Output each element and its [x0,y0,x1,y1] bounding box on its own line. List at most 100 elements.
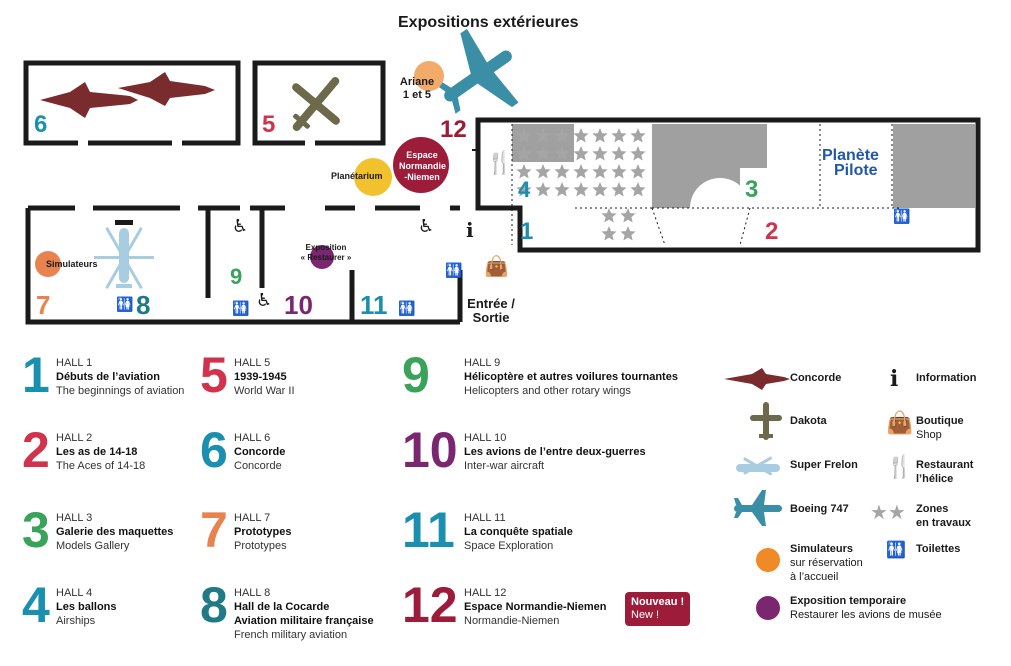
planete-line2: Pilote [834,162,878,179]
hall-subtitle: Concorde [234,460,282,472]
wheelchair-icon: ♿ [232,216,249,236]
zones-travaux-stars [516,128,646,241]
key-restaurant-title: Restaurant [916,459,974,471]
key-restaurant-sub: l’hélice [916,473,954,485]
hall-subtitle: Normandie-Niemen [464,615,560,627]
toilets-icon: 🚻 [232,300,250,316]
legend-number: 2 [22,422,50,478]
outdoor-exhibits-title: Expositions extérieures [398,14,579,31]
zone-star [611,128,627,143]
key-simulateurs-title: Simulateurs [790,543,853,555]
zone-star [601,208,617,223]
key-restaurant: Restaurant l’hélice [916,458,973,486]
concorde-icon [40,72,215,118]
legend-number: 11 [402,502,455,558]
wheelchair-icon: ♿ [418,216,435,236]
hall-subtitle: World War II [234,385,295,397]
key-zones-title: Zones [916,503,949,515]
exposition-label: Exposition« Restaurer » [298,243,354,263]
map-number-4: 4 [518,177,531,202]
key-boeing: Boeing 747 [790,503,849,515]
key-boutique-sub: Shop [916,429,942,441]
key-toilettes: Toilettes [916,543,961,555]
temporary-dot [756,596,780,620]
normandie-niemen-marker [393,137,449,193]
simulateurs-label: Simulateurs [46,259,98,269]
key-expo-title: Exposition temporaire [790,595,907,607]
hall-label: HALL 5 [234,357,271,369]
legend-number: 12 [402,577,458,633]
zone-star [554,164,570,179]
super-frelon-icon [94,226,154,290]
zone-star [592,164,608,179]
entree-line1: Entrée / [467,296,515,311]
fork-knife-icon: 🍴 [486,150,514,175]
key-dakota: Dakota [790,415,827,427]
legend-number: 10 [402,422,458,478]
simulateurs-marker [35,251,61,277]
zone-star [611,164,627,179]
zone-star [592,128,608,143]
zone-star [630,182,646,197]
badge-line1: Nouveau ! [631,596,685,608]
zone-star [611,146,627,161]
map-number-1: 1 [520,218,534,245]
key-boutique: Boutique Shop [916,414,964,442]
ariane-label: Ariane 1 et 5 [399,76,435,101]
entree-line2: Sortie [472,310,510,325]
hall-name: Concorde [234,446,286,458]
entrance-exit-label[interactable]: Entrée /Sortie [463,297,519,325]
zone-star [554,128,570,143]
key-exposition: Exposition temporaire Restaurer les avio… [790,594,942,622]
hall-name: 1939-1945 [234,371,287,383]
zone-star [620,226,636,241]
dakota-icon [750,402,782,440]
hall-subtitle: Models Gallery [56,540,130,552]
key-expo-sub: Restaurer les avions de musée [790,609,942,621]
super-frelon-icon [736,456,780,476]
zone-star [592,182,608,197]
hall-label: HALL 7 [234,512,271,524]
legend-number: 1 [22,347,50,403]
toilets-icon: 🚻 [398,300,416,316]
hall-label: HALL 10 [464,432,507,444]
key-simulateurs-l3: à l’accueil [790,571,839,583]
exposition-line2: « Restaurer » [300,253,352,262]
hall-label: HALL 1 [56,357,93,369]
zone-star [535,146,551,161]
toilets-icon: 🚻 [893,208,911,224]
exposition-line1: Exposition [305,243,347,252]
hall-label: HALL 12 [464,587,507,599]
planete-line1: Planète [822,147,879,164]
zone-star [611,182,627,197]
legend-number: 6 [200,422,228,478]
zone-star [592,146,608,161]
zone-star [573,164,589,179]
zone-star [554,146,570,161]
key-super-frelon: Super Frelon [790,459,858,471]
key-simulateurs-l2: sur réservation [790,557,863,569]
concorde-icon [724,368,790,390]
map-number-11: 11 [360,290,388,320]
hall-name: Espace Normandie-Niemen [464,601,607,613]
boeing-747-icon [434,28,519,114]
boeing-747-icon [734,490,782,526]
map-number-3: 3 [745,176,759,203]
fork-knife-icon: 🍴 [886,454,914,479]
zone-star [620,208,636,223]
hall-name: La conquête spatiale [464,526,573,538]
zone-star [535,182,551,197]
hall-name: Débuts de l’aviation [56,371,160,383]
map-number-8: 8 [136,290,151,320]
planetarium-label: Planétarium [331,171,383,181]
